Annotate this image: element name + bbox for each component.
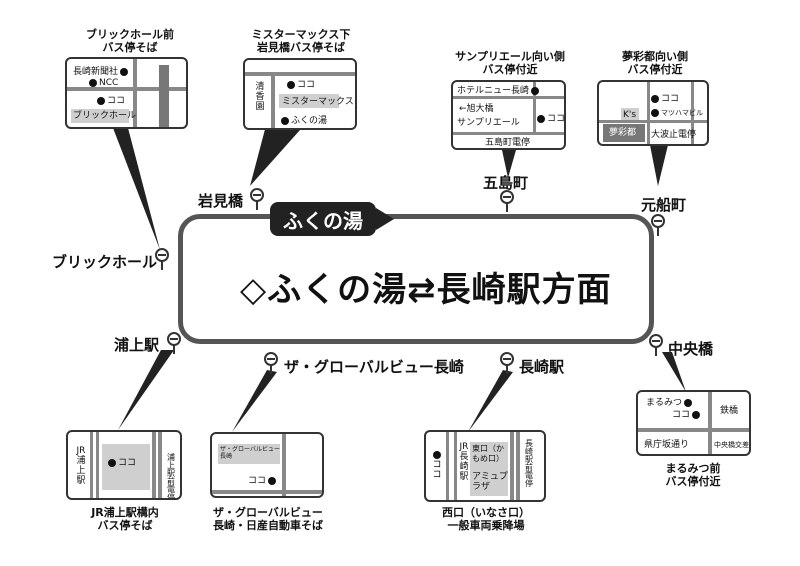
pointer-globalview: [232, 370, 277, 432]
pointer-chuobashi: [662, 352, 686, 392]
map-mister: ミスターマックス ココ 清香園 ふくの湯: [243, 58, 357, 130]
caption-nagasaki: 西口（いなさ口）一般車両乗降場: [442, 506, 530, 532]
stop-urakami[interactable]: 浦上駅: [114, 336, 160, 354]
caption-globalview: ザ・グローバルビュー長崎・日産自動車そば: [213, 506, 323, 532]
bus-stop-icon: [155, 248, 169, 270]
caption-sunprie: サンプリエール向い側バス停付近: [455, 50, 565, 76]
route-tag: ふくの湯: [270, 202, 376, 236]
pointer-nagasaki: [468, 370, 513, 432]
bus-stop-icon: [264, 352, 278, 374]
pointer-brickhall: [113, 128, 160, 250]
caption-yumesaito: 夢彩都向い側バス停付近: [622, 50, 688, 76]
bus-stop-icon: [500, 352, 514, 374]
pointer-yumesaito: [650, 145, 668, 186]
caption-brickhall: ブリックホール前バス停そば: [86, 28, 174, 54]
route-title: ◇ふくの湯⇄長崎駅方面: [240, 270, 612, 310]
route-loop: [178, 214, 654, 344]
bus-stop-icon: [250, 188, 264, 210]
bus-stop-icon: [500, 190, 514, 212]
stop-motofunamachi[interactable]: 元船町: [641, 196, 687, 214]
pointer-sunprie: [502, 150, 516, 178]
map-yumesaito: K's 夢彩都 ココ マツハマビル 大波止電停: [597, 80, 709, 146]
caption-urakami: JR浦上駅構内バス停そば: [91, 506, 159, 532]
caption-chuobashi: まるみつ前バス停付近: [665, 462, 721, 488]
bus-stop-icon: [649, 334, 663, 356]
stop-chuobashi[interactable]: 中央橋: [668, 340, 714, 358]
map-brickhall: ブリックホール 長崎新聞社 NCC ココ: [65, 57, 188, 129]
map-sunprie: ホテルニュー長崎 ←旭大橋 サンプリエール ココ 五島町電停: [451, 80, 566, 150]
stop-globalview[interactable]: ザ・グローバルビュー長崎: [284, 358, 464, 376]
stop-iwamibashi[interactable]: 岩見橋: [198, 192, 244, 210]
bus-stop-icon: [167, 332, 181, 354]
route-direction-arrow-icon: [376, 208, 394, 230]
pointer-urakami: [118, 350, 174, 430]
map-chuobashi: まるみつ ココ 鉄橋 県庁坂通り 中央橋交差点: [636, 390, 751, 456]
map-urakami: ココ JR浦上駅 浦上駅前電停: [66, 430, 182, 500]
stop-gotomachi[interactable]: 五島町: [483, 174, 529, 192]
caption-mister: ミスターマックス下岩見橋バス停そば: [251, 28, 351, 54]
bus-stop-icon: [651, 214, 665, 236]
stop-nagasaki[interactable]: 長崎駅: [519, 358, 565, 376]
map-nagasaki: ココ JR長崎駅 東口（かもめ口） アミュプラザ 長崎駅前電停: [424, 430, 546, 502]
map-globalview: ザ・グローバルビュー長崎 ココ: [210, 432, 324, 498]
stop-brickhall[interactable]: ブリックホール: [52, 253, 158, 271]
pointer-mister: [250, 118, 300, 186]
